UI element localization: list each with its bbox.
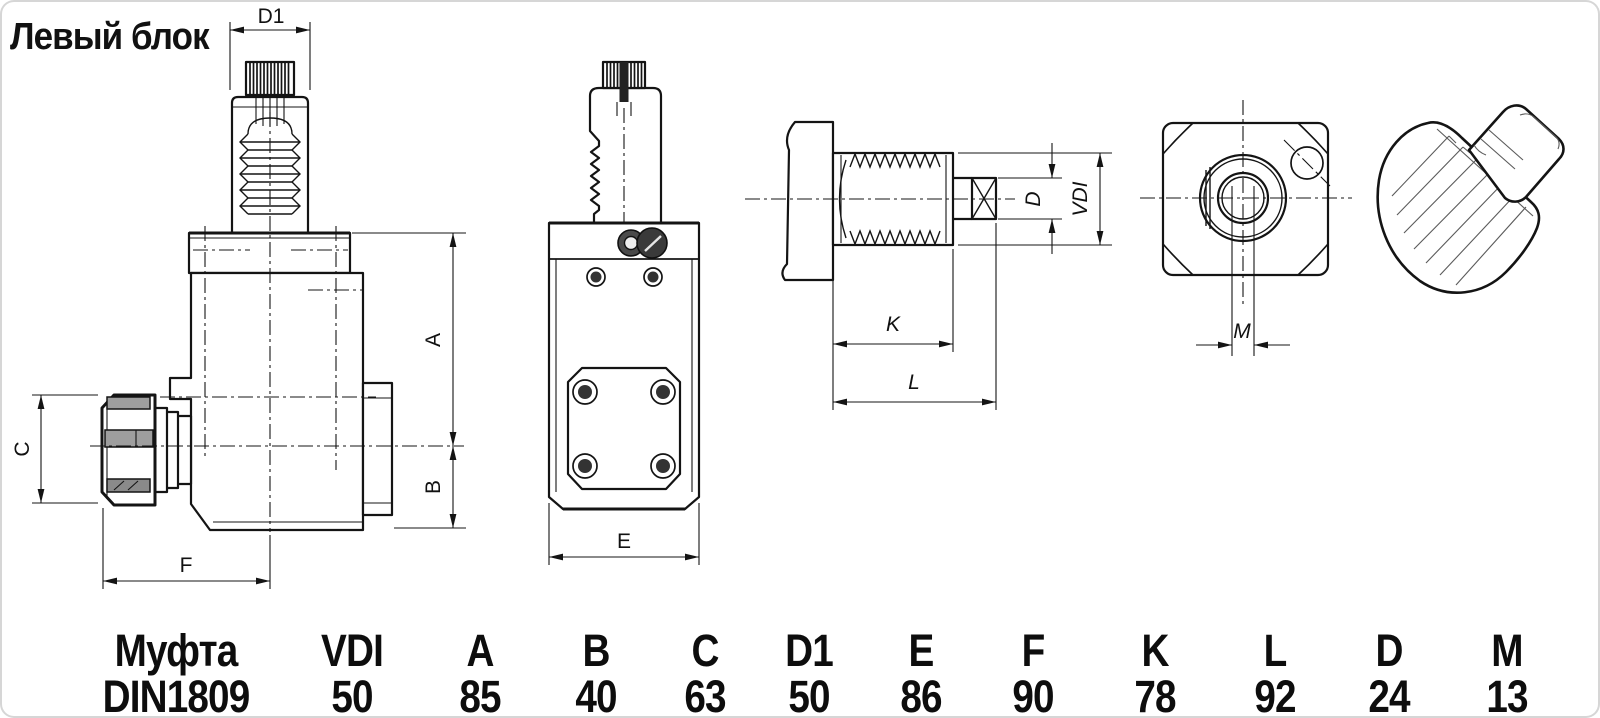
dim-label-a: A [422, 333, 445, 347]
table-column-label: Муфта [114, 625, 239, 676]
nut-slot-top [106, 396, 151, 410]
dimension-a: A [352, 232, 466, 446]
dimension-vdi: VDI [958, 152, 1112, 246]
nut-slot-bottom [106, 478, 151, 493]
isometric-view [1376, 104, 1565, 294]
nut-slot-middle [104, 429, 154, 448]
table-column-label: D1 [785, 625, 834, 676]
dim-label-m: M [1233, 320, 1251, 343]
collet-chuck [100, 393, 193, 507]
holder-body [168, 271, 394, 532]
machine-wall [781, 120, 835, 282]
table-column-value: 86 [900, 671, 942, 718]
dim-label-c: C [11, 441, 34, 456]
table-column-value: 50 [331, 671, 373, 718]
clamp-screws [617, 227, 668, 259]
dimension-b: B [394, 446, 466, 529]
base-plate [566, 366, 682, 491]
end-view: M [1140, 100, 1352, 356]
main-view: D1 A B [11, 5, 466, 589]
dimension-d1: D1 [229, 5, 311, 90]
dimension-c: C [11, 394, 98, 504]
table-column-label: F [1021, 625, 1046, 676]
table-column-value: 24 [1368, 671, 1410, 718]
dimension-m: M [1196, 186, 1290, 356]
table-column-label: A [466, 625, 494, 676]
table-column-value: DIN1809 [102, 671, 251, 718]
pin-hole [1290, 146, 1324, 180]
table-column-value: 85 [459, 671, 501, 718]
table-column-label: C [691, 625, 719, 676]
table-column-label: L [1263, 625, 1288, 676]
shank-side [588, 86, 663, 225]
spline-keyway [619, 62, 629, 102]
base-plate-bolts [572, 379, 676, 479]
side-view: E [547, 60, 701, 565]
page-title: Левый блок [10, 16, 210, 58]
side-boss [361, 381, 394, 517]
table-column-value: 50 [788, 671, 830, 718]
dimension-k: K [833, 249, 954, 352]
dimension-e: E [548, 503, 700, 565]
table-column-value: 40 [575, 671, 617, 718]
table-column-label: B [582, 625, 610, 676]
dim-label-d: D [1022, 191, 1045, 206]
iso-disc-body [1376, 121, 1541, 294]
dim-label-l: L [908, 371, 920, 394]
table-column-value: 92 [1254, 671, 1296, 718]
dim-label-e: E [617, 530, 631, 553]
centerlines-main-view [90, 112, 464, 532]
spline-knob [244, 60, 296, 126]
dim-label-k: K [886, 313, 901, 336]
table-column-value: 78 [1134, 671, 1176, 718]
dimension-l: L [833, 223, 997, 410]
collet-nut [100, 393, 157, 507]
table-column-label: VDI [321, 625, 384, 676]
dim-label-f: F [180, 554, 193, 577]
table-column-label: D [1375, 625, 1403, 676]
dim-label-vdi: VDI [1069, 181, 1092, 216]
table-column-value: 90 [1012, 671, 1054, 718]
small-bolts [586, 267, 663, 287]
table-column-value: 13 [1486, 671, 1528, 718]
dim-label-d1: D1 [258, 5, 285, 28]
table-column-value: 63 [684, 671, 726, 718]
spline-knob-side [601, 60, 647, 116]
dim-label-b: B [422, 480, 445, 494]
shank-detail-view: K L D [745, 120, 1112, 410]
table-column-label: K [1141, 625, 1169, 676]
table-column-label: M [1491, 625, 1523, 676]
table-column-label: E [908, 625, 935, 676]
dimension-d: D [998, 143, 1062, 254]
dimension-f: F [102, 508, 271, 589]
